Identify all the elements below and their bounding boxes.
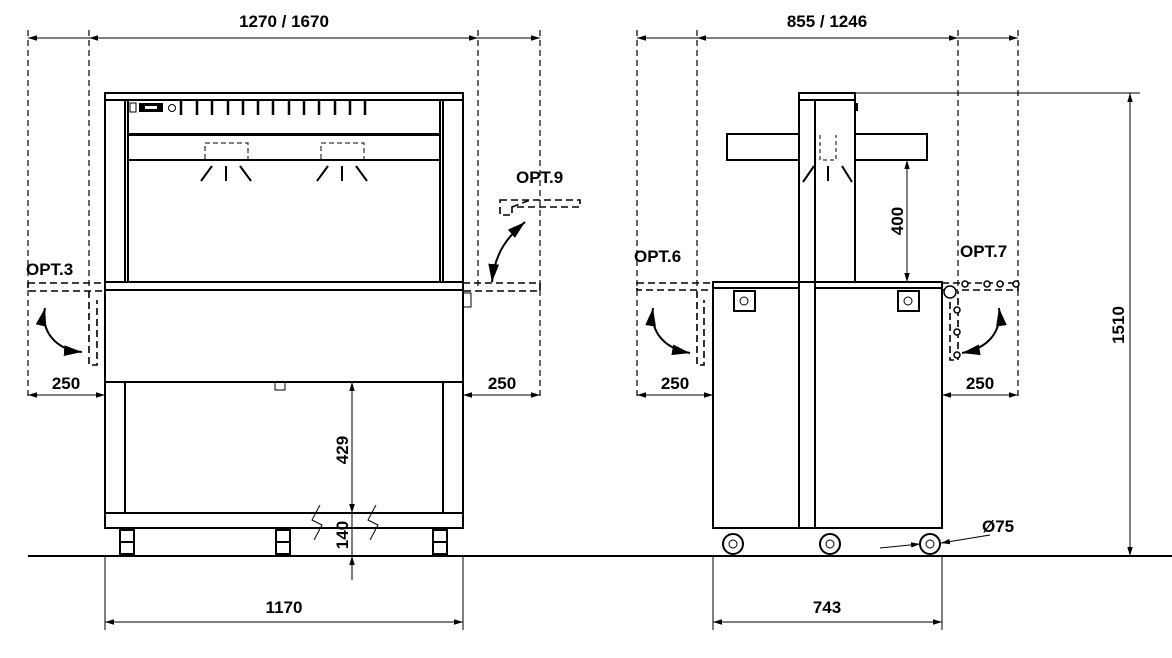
- option-3-label: OPT.3: [26, 260, 73, 279]
- heat-lamp: [316, 142, 368, 182]
- side-shelf-left-dimension: 250: [661, 374, 689, 393]
- wheel: [819, 533, 841, 555]
- control-panel: [129, 101, 367, 115]
- canopy-height-dimension: 400: [888, 207, 907, 235]
- wheel: [919, 533, 941, 555]
- overall-width-dimension: 1270 / 1670: [239, 12, 329, 31]
- option-7-label: OPT.7: [960, 242, 1007, 261]
- option-9-shelf: [499, 199, 581, 216]
- option-6-label: OPT.6: [634, 247, 681, 266]
- under-clearance-dimension: 429: [333, 436, 352, 464]
- caster: [119, 529, 135, 555]
- handle: [733, 290, 756, 312]
- side-shelf-right-dimension: 250: [966, 374, 994, 393]
- handle: [897, 290, 920, 312]
- ground-clearance-dimension: 140: [333, 521, 352, 549]
- shelf-right-dimension: 250: [488, 374, 516, 393]
- wheel-diameter-dimension: Ø75: [982, 517, 1014, 536]
- front-view: 1270 / 1670: [26, 12, 581, 630]
- shelf-left-dimension: 250: [52, 374, 80, 393]
- wheel: [722, 533, 744, 555]
- option-9-label: OPT.9: [516, 168, 563, 187]
- heat-lamp: [200, 142, 252, 182]
- body-width-dimension: 1170: [266, 598, 303, 617]
- body-depth-dimension: 743: [813, 598, 841, 617]
- caster: [275, 529, 291, 555]
- caster: [432, 529, 448, 555]
- side-view: 855 / 1246 400 OPT.6 OPT.7: [634, 12, 1140, 630]
- overall-depth-dimension: 855 / 1246: [787, 12, 867, 31]
- total-height-dimension: 1510: [1109, 306, 1128, 344]
